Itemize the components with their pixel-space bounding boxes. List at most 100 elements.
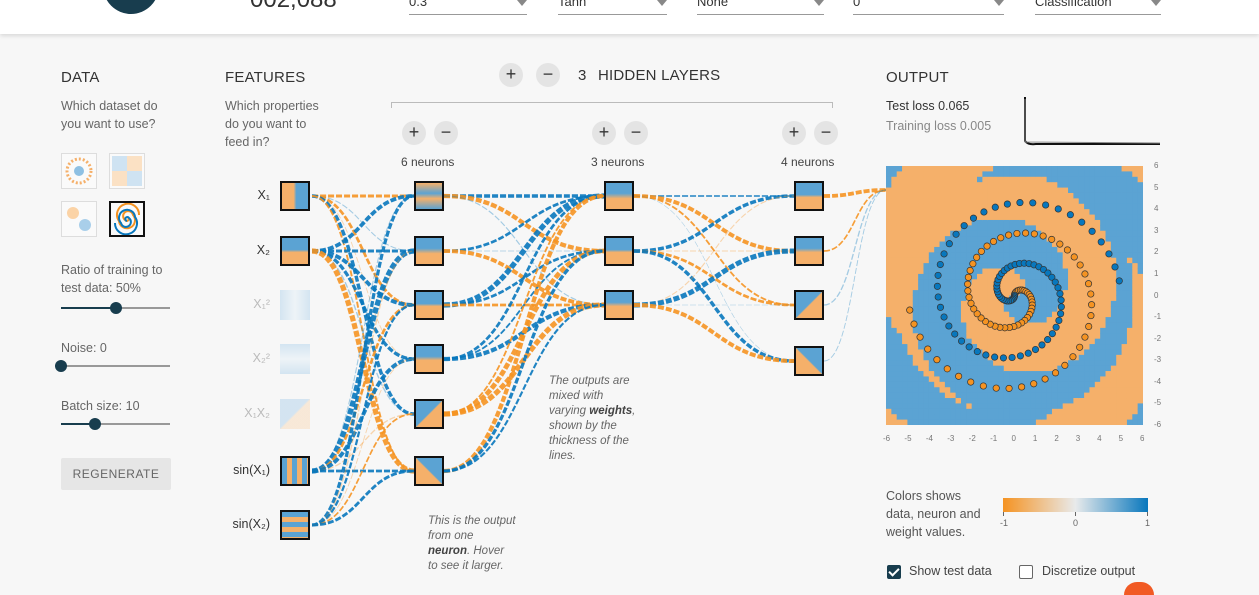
weight-connection[interactable] (443, 193, 605, 308)
neuron[interactable] (794, 346, 824, 376)
weight-connection[interactable] (443, 249, 605, 307)
heatmap-cell (1126, 398, 1133, 404)
heatmap-cell (1116, 354, 1123, 361)
weight-connection[interactable] (443, 249, 605, 473)
heatmap-cell (1089, 381, 1096, 388)
dataset-spiral[interactable] (109, 201, 145, 237)
weight-connection[interactable] (311, 248, 415, 474)
weight-connection[interactable] (311, 249, 415, 361)
weight-connection[interactable] (633, 194, 795, 253)
weight-connection[interactable] (311, 303, 415, 527)
regularization-rate-select[interactable]: 0 (853, 0, 1004, 15)
show-test-data-checkbox[interactable] (887, 565, 901, 579)
noise-slider-track[interactable] (61, 365, 170, 367)
heatmap-cell (1105, 317, 1112, 323)
heatmap-cell (891, 381, 898, 388)
weight-connection[interactable] (633, 302, 795, 364)
weight-connection[interactable] (443, 194, 605, 361)
weight-connection[interactable] (633, 195, 795, 306)
add-neuron-button[interactable]: + (402, 121, 426, 145)
learning-rate-select[interactable]: 0.3 (409, 0, 527, 15)
activation-select[interactable]: Tanh (558, 0, 667, 15)
heatmap-cell (1121, 209, 1128, 216)
neuron[interactable] (414, 456, 444, 486)
neuron[interactable] (794, 181, 824, 211)
weight-connection[interactable] (443, 193, 605, 254)
neuron[interactable] (604, 290, 634, 320)
heatmap-cell (1019, 349, 1026, 356)
heatmap-cell (939, 219, 946, 226)
weight-connection[interactable] (311, 195, 415, 472)
regularization-select[interactable]: None (697, 0, 824, 15)
ratio-slider-handle[interactable] (109, 302, 122, 314)
heatmap-cell (1116, 327, 1123, 334)
feature-toggle[interactable] (280, 290, 310, 320)
feature-toggle[interactable] (280, 456, 310, 486)
batch-slider-track[interactable] (61, 423, 170, 425)
weight-connection[interactable] (443, 193, 605, 474)
weight-connection[interactable] (311, 413, 415, 472)
weight-connection[interactable] (633, 194, 795, 253)
neuron[interactable] (794, 236, 824, 266)
remove-layer-button[interactable]: − (536, 63, 560, 87)
feature-toggle[interactable] (280, 236, 310, 266)
weight-connection[interactable] (311, 194, 415, 253)
weight-connection[interactable] (633, 248, 795, 308)
weight-connection[interactable] (311, 469, 415, 527)
heatmap-cell (918, 192, 924, 199)
weight-connection[interactable] (311, 358, 415, 526)
regenerate-button[interactable]: REGENERATE (61, 458, 171, 490)
weight-connection[interactable] (311, 250, 415, 526)
weight-connection[interactable] (311, 194, 415, 307)
weight-connection[interactable] (311, 194, 415, 527)
weight-connection[interactable] (311, 194, 415, 416)
weight-connection[interactable] (311, 248, 415, 474)
heatmap-cell (1110, 290, 1117, 296)
heatmap-cell (944, 333, 951, 340)
weight-connection[interactable] (443, 249, 605, 307)
add-neuron-button[interactable]: + (782, 121, 806, 145)
dataset-circle[interactable] (61, 153, 97, 189)
heatmap-cell (1116, 214, 1123, 221)
weight-connection[interactable] (311, 413, 415, 526)
weight-connection[interactable] (311, 303, 415, 473)
feature-toggle[interactable] (280, 344, 310, 374)
neuron[interactable] (414, 236, 444, 266)
weight-connection[interactable] (823, 189, 887, 252)
add-neuron-button[interactable]: + (592, 121, 616, 145)
add-layer-button[interactable]: + (499, 63, 523, 87)
weight-connection[interactable] (633, 249, 795, 363)
remove-neuron-button[interactable]: − (434, 121, 458, 145)
heatmap-cell (1137, 354, 1143, 361)
discretize-output-checkbox[interactable] (1019, 565, 1033, 579)
weight-connection[interactable] (443, 250, 605, 360)
neuron[interactable] (414, 181, 444, 211)
weight-connection[interactable] (823, 189, 887, 306)
neuron[interactable] (794, 290, 824, 320)
neuron[interactable] (604, 181, 634, 211)
weight-connection[interactable] (311, 249, 415, 307)
weight-connection[interactable] (633, 195, 795, 306)
feature-toggle[interactable] (280, 181, 310, 211)
feature-toggle[interactable] (280, 399, 310, 429)
heatmap-cell (998, 171, 1005, 178)
heatmap-cell (1051, 387, 1058, 394)
neuron[interactable] (604, 236, 634, 266)
heatmap-cell (1009, 284, 1015, 291)
dataset-xor[interactable] (109, 153, 145, 189)
heatmap-cell (1121, 187, 1128, 194)
weight-connection[interactable] (633, 249, 795, 307)
neuron[interactable] (414, 290, 444, 320)
neuron[interactable] (414, 344, 444, 374)
noise-slider-handle[interactable] (55, 360, 67, 372)
remove-neuron-button[interactable]: − (624, 121, 648, 145)
remove-neuron-button[interactable]: − (814, 121, 838, 145)
batch-slider-handle[interactable] (88, 418, 101, 430)
neuron[interactable] (414, 399, 444, 429)
problem-type-select[interactable]: Classification (1035, 0, 1161, 15)
dataset-gaussian[interactable] (61, 201, 97, 237)
weight-connection[interactable] (443, 303, 605, 473)
feature-toggle[interactable] (280, 510, 310, 540)
weight-connection[interactable] (311, 357, 415, 473)
weight-connection[interactable] (823, 189, 887, 362)
